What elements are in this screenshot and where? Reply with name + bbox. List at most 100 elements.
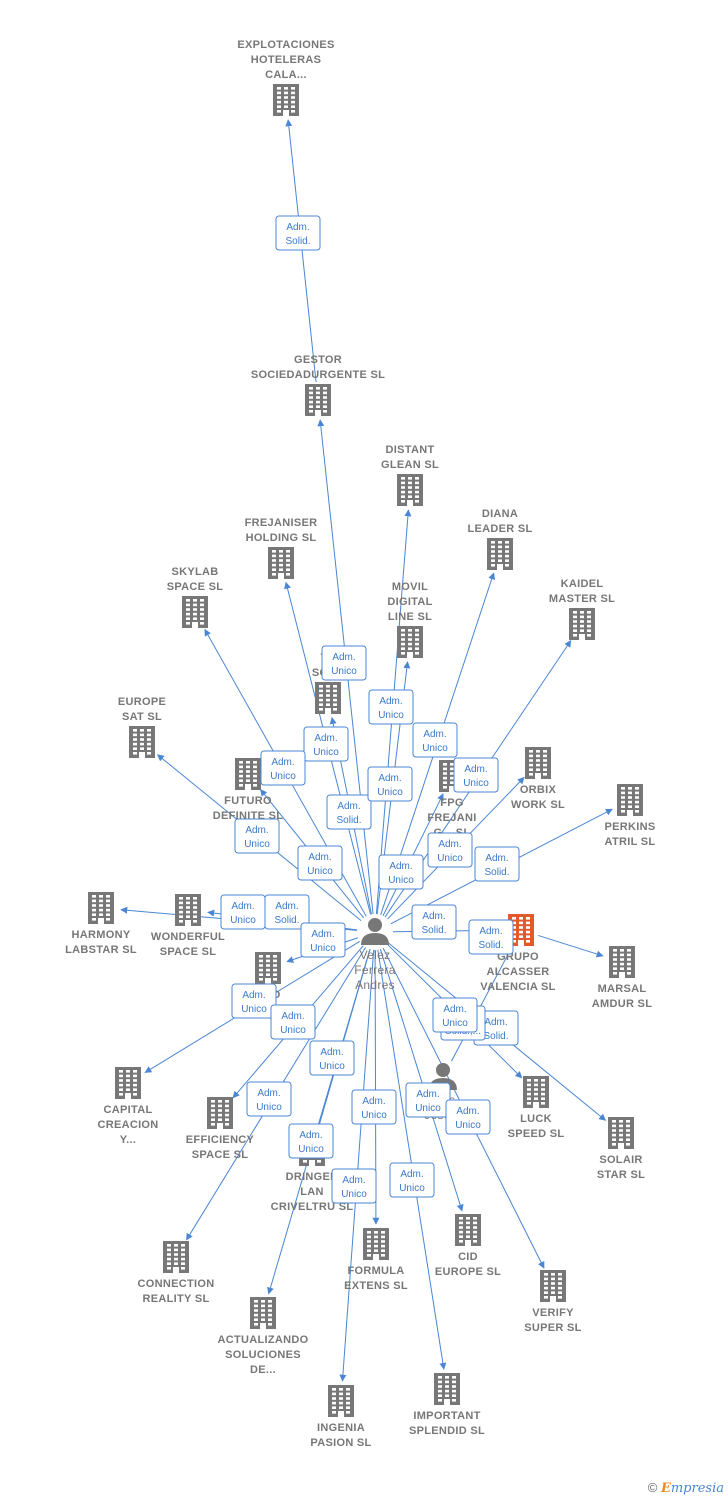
edge-blas-to-grupo bbox=[450, 947, 513, 1062]
role-badge-velez-to-actualizando[interactable]: Adm.Unico bbox=[288, 1123, 334, 1159]
role-badge-velez-to-cid[interactable]: Adm.Unico bbox=[405, 1082, 451, 1118]
role-badge-text: Adm. bbox=[320, 1047, 343, 1058]
role-badge-velez-to-fpg[interactable]: Adm.Unico bbox=[378, 854, 424, 890]
role-badge-text: Unico bbox=[280, 1025, 306, 1036]
company-label-line: STAR SL bbox=[597, 1169, 645, 1181]
company-label-line: MARSAL bbox=[598, 983, 647, 995]
role-badge-velez-to-gestor[interactable]: Adm.Solid. bbox=[326, 794, 372, 830]
role-badge-grupo-to-marsal[interactable]: Adm.Solid. bbox=[468, 919, 514, 955]
company-label-line: CALA... bbox=[265, 69, 307, 81]
company-label-line: LUCK bbox=[520, 1113, 552, 1125]
role-badge-velez-to-wonderful[interactable]: Adm.Solid. bbox=[264, 894, 310, 930]
role-badge-text: Unico bbox=[377, 787, 403, 798]
role-badge-velez-to-grupo[interactable]: Adm.Solid. bbox=[411, 904, 457, 940]
role-badge-gestor-to-explotaciones[interactable]: Adm.Solid. bbox=[275, 215, 321, 251]
role-badge-velez-to-verify[interactable]: Adm.Unico bbox=[445, 1099, 491, 1135]
person-label-line: Velez bbox=[360, 948, 391, 962]
company-node-actualizando[interactable]: ACTUALIZANDOSOLUCIONESDE... bbox=[218, 1297, 309, 1376]
building-icon bbox=[305, 384, 331, 416]
company-label-line: SPACE SL bbox=[167, 581, 224, 593]
company-label-line: SPACE SL bbox=[160, 946, 217, 958]
role-badge-text: Adm. bbox=[400, 1169, 423, 1180]
role-badge-text: Adm. bbox=[485, 853, 508, 864]
role-badge-blas-to-grupo[interactable]: Adm.Unico bbox=[432, 997, 478, 1033]
role-badge-velez-to-efficiency[interactable]: Adm.Unico bbox=[270, 1004, 316, 1040]
role-badge-velez-to-formula[interactable]: Adm.Unico bbox=[351, 1089, 397, 1125]
role-badge-text: Adm. bbox=[245, 825, 268, 836]
company-label-line: MASTER SL bbox=[549, 593, 615, 605]
company-label-line: SOLAIR bbox=[599, 1154, 642, 1166]
company-label-line: WONDERFUL bbox=[151, 931, 225, 943]
company-label-line: SOLUCIONES bbox=[225, 1349, 301, 1361]
company-node-skylab[interactable]: SKYLAB SPACE SL bbox=[167, 566, 224, 628]
building-icon bbox=[434, 1373, 460, 1405]
company-node-explotaciones[interactable]: EXPLOTACIONESHOTELERASCALA... bbox=[237, 39, 334, 116]
company-label-line: FORMULA bbox=[347, 1265, 404, 1277]
role-badge-text: Adm. bbox=[342, 1175, 365, 1186]
role-badge-velez-to-movil[interactable]: Adm.Unico bbox=[368, 689, 414, 725]
role-badge-text: Adm. bbox=[314, 733, 337, 744]
company-label-line: PASION SL bbox=[310, 1437, 371, 1449]
building-icon bbox=[268, 547, 294, 579]
footer-brand[interactable]: © Empresia bbox=[648, 1480, 724, 1496]
role-badge-velez-to-tescar[interactable]: Adm.Unico bbox=[321, 645, 367, 681]
role-badge-velez-to-orbix[interactable]: Adm.Unico bbox=[427, 832, 473, 868]
company-label-line: GESTOR bbox=[294, 354, 342, 366]
role-badge-velez-to-perkins[interactable]: Adm.Solid. bbox=[474, 846, 520, 882]
role-badge-velez-to-dringer[interactable]: Adm.Unico bbox=[309, 1040, 355, 1076]
role-badge-velez-to-kaidel[interactable]: Adm.Unico bbox=[453, 757, 499, 793]
building-icon bbox=[363, 1228, 389, 1260]
role-badge-velez-to-frejaniser[interactable]: Adm.Unico bbox=[303, 726, 349, 762]
building-icon bbox=[328, 1385, 354, 1417]
role-badge-velez-to-ingenia[interactable]: Adm.Unico bbox=[331, 1168, 377, 1204]
role-badge-velez-to-diana[interactable]: Adm.Unico bbox=[412, 722, 458, 758]
role-badge-velez-to-road[interactable]: Adm.Unico bbox=[300, 922, 346, 958]
role-badge-velez-to-capital[interactable]: Adm.Unico bbox=[231, 983, 277, 1019]
role-badge-velez-to-harmony[interactable]: Adm.Unico bbox=[220, 894, 266, 930]
role-badge-velez-to-skylab[interactable]: Adm.Unico bbox=[260, 750, 306, 786]
company-label-line: ATRIL SL bbox=[605, 836, 656, 848]
center-company-label-line: ALCASSER bbox=[487, 966, 550, 978]
company-label-line: SKYLAB bbox=[171, 566, 218, 578]
company-label-line: FREJANISER bbox=[245, 517, 318, 529]
role-badge-velez-to-europe[interactable]: Adm.Unico bbox=[234, 818, 280, 854]
role-badge-velez-to-important[interactable]: Adm.Unico bbox=[389, 1162, 435, 1198]
role-badge-text: Adm. bbox=[378, 773, 401, 784]
company-label-line: SUPER SL bbox=[524, 1322, 581, 1334]
role-badge-velez-to-distant[interactable]: Adm. Unico bbox=[367, 766, 413, 802]
company-node-solair[interactable]: SOLAIR STAR SL bbox=[597, 1117, 645, 1181]
role-badge-text: Unico bbox=[415, 1103, 441, 1114]
company-node-wonderful[interactable]: WONDERFUL SPACE SL bbox=[151, 894, 225, 958]
role-badge-velez-to-connection[interactable]: Adm.Unico bbox=[246, 1081, 292, 1117]
role-badge-text: Solid. bbox=[478, 940, 503, 951]
role-badge-velez-to-futuro[interactable]: Adm.Unico bbox=[297, 845, 343, 881]
company-node-kaidel[interactable]: KAIDEL MASTER SL bbox=[549, 578, 615, 640]
building-icon bbox=[163, 1241, 189, 1273]
company-label-line: KAIDEL bbox=[561, 578, 604, 590]
company-node-capital[interactable]: CAPITALCREACIONY... bbox=[97, 1067, 158, 1146]
role-badge-text: Adm. bbox=[231, 901, 254, 912]
company-label-line: LABSTAR SL bbox=[65, 944, 137, 956]
